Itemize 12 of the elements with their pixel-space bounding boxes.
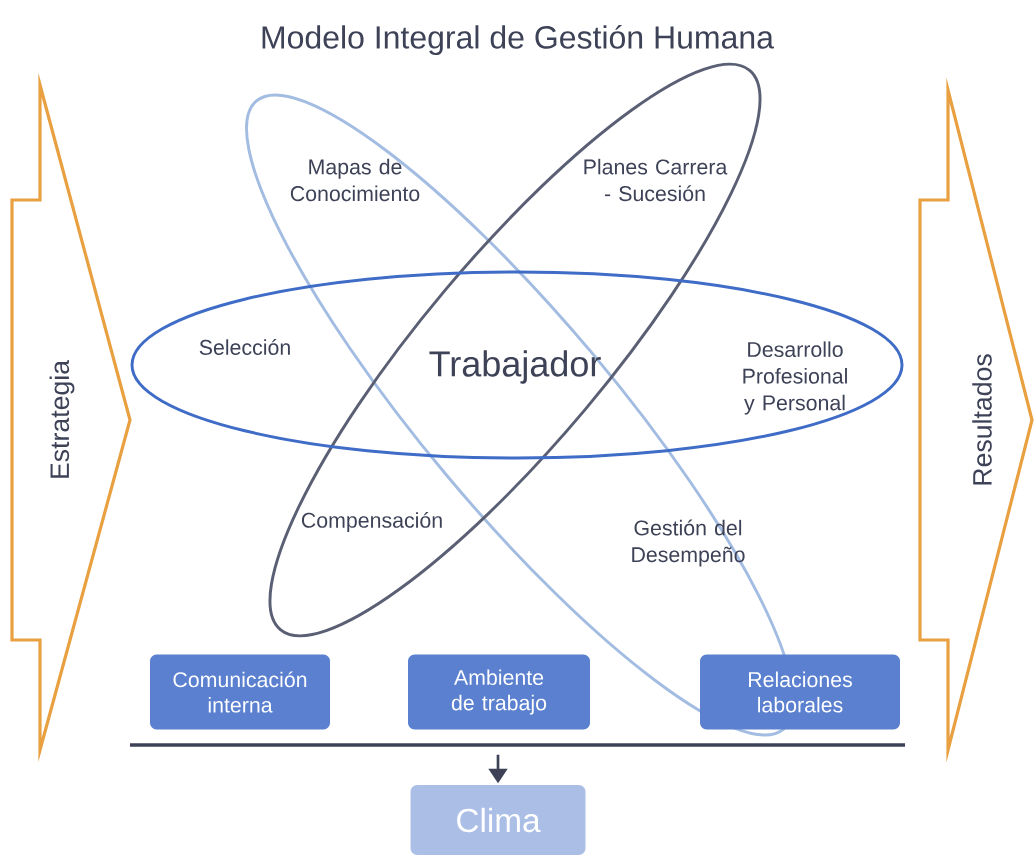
title: Modelo Integral de Gestión Humana (262, 24, 774, 56)
ellipse-label: Selección (199, 339, 290, 355)
process-box: Clima (410, 785, 586, 855)
ellipse-label: Gestión del Desempeño (632, 519, 745, 567)
ellipse-label: Planes Carrera - Sucesión (584, 158, 728, 202)
ellipse-label: Mapas de Conocimiento (290, 158, 420, 202)
process-box: Relaciones laborales (700, 654, 900, 730)
ellipse-label: Compensación (301, 511, 442, 533)
process-box: Comunicación interna (150, 654, 330, 730)
process-box: Ambiente de trabajo (408, 654, 590, 730)
center-label: Trabajador (429, 350, 601, 384)
ellipse-label: Desarrollo Profesional y Personal (743, 341, 847, 415)
